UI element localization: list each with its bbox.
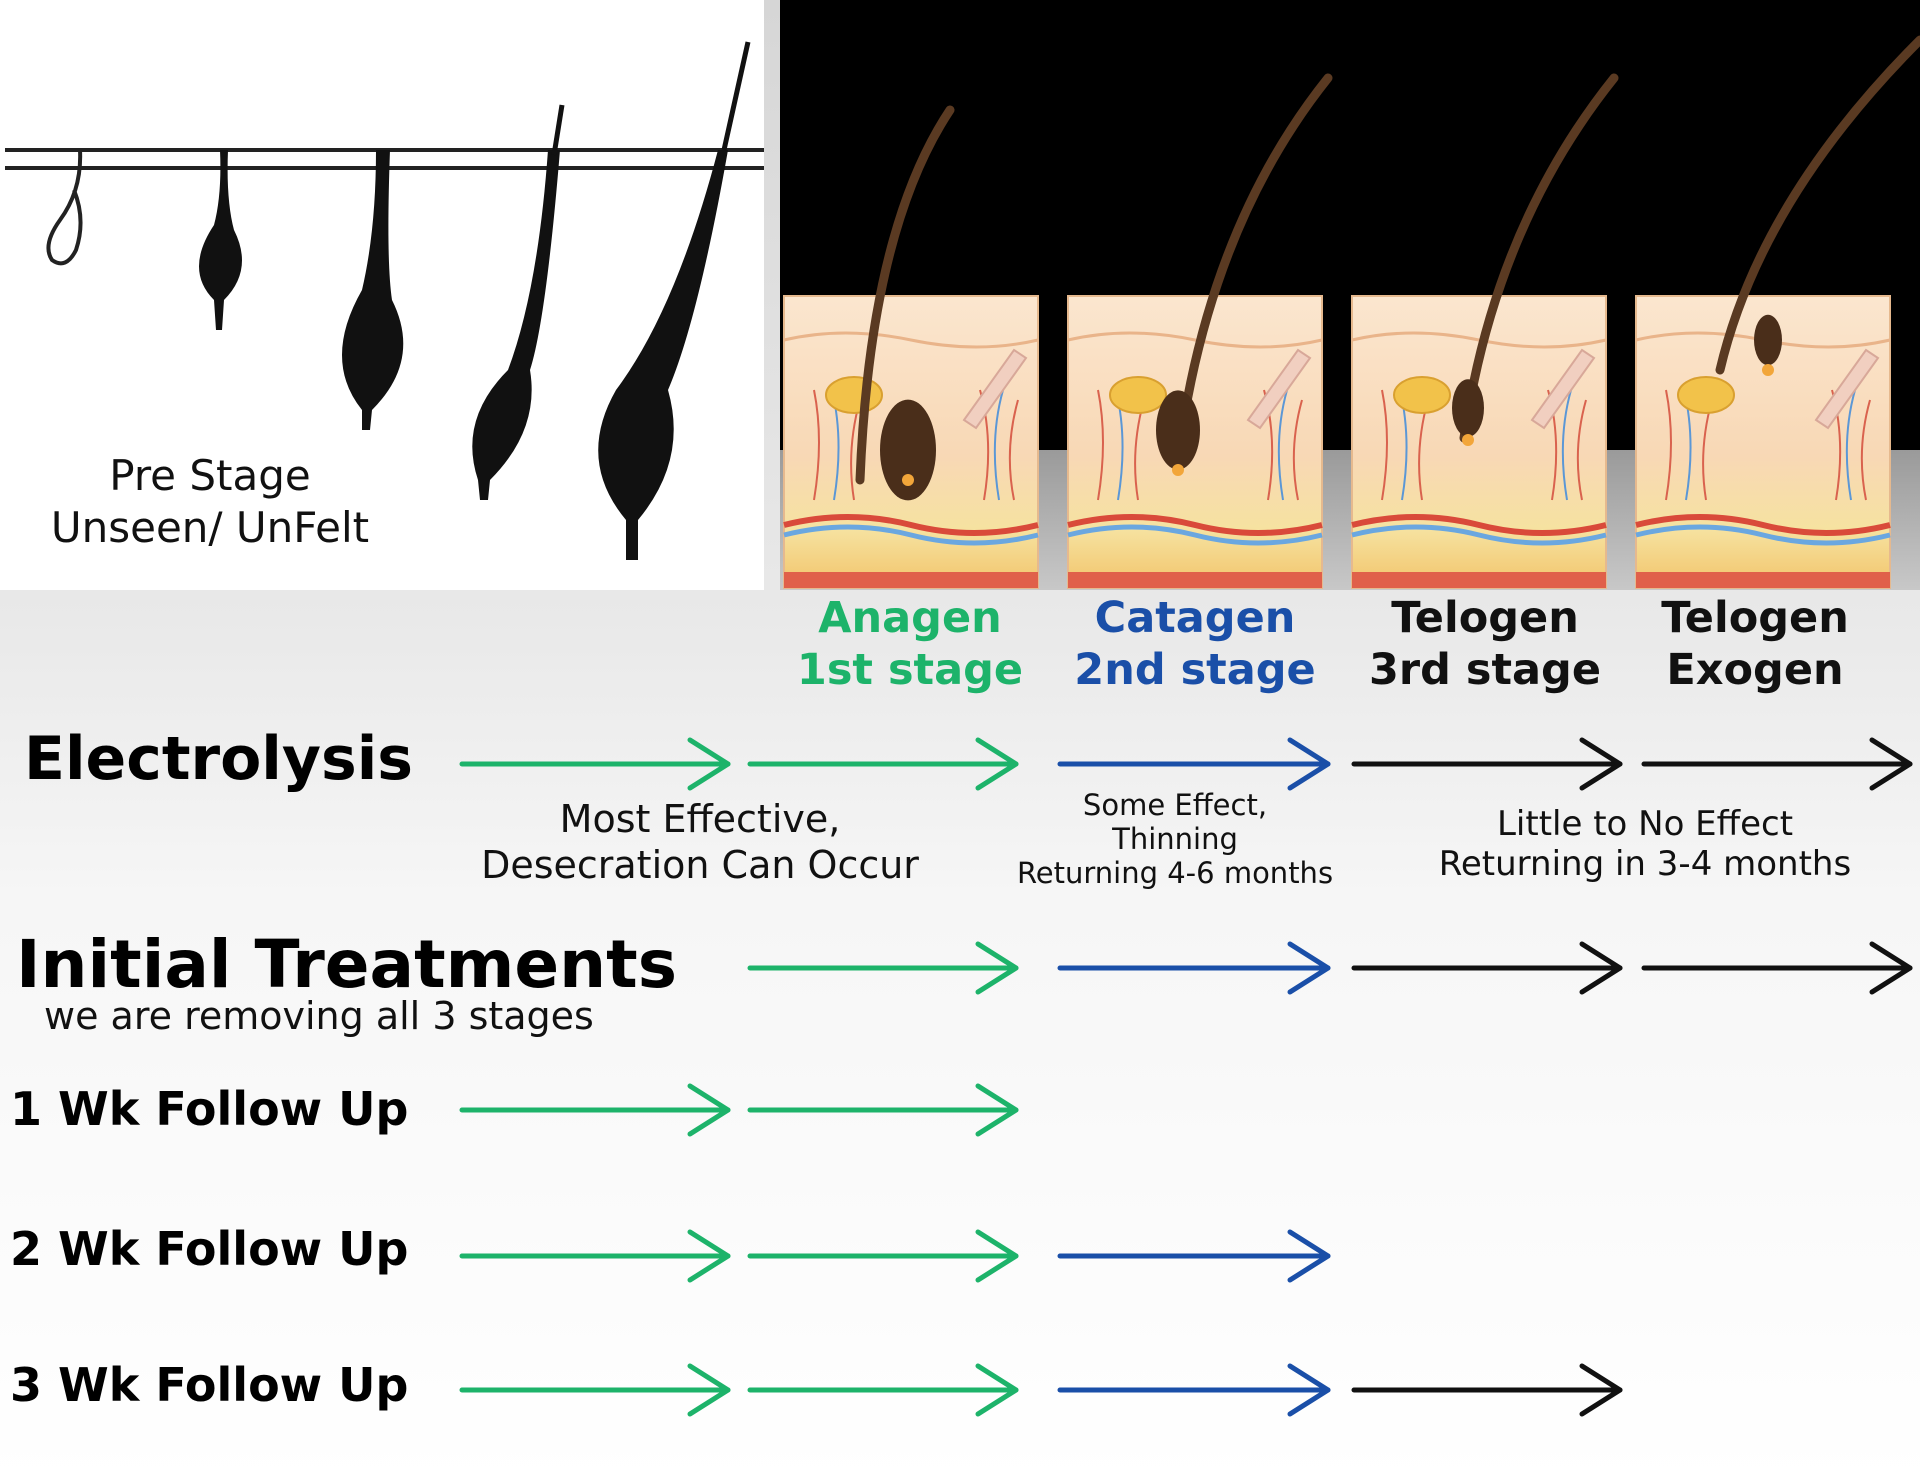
follicle-stage-1 xyxy=(46,149,83,266)
hair-stages-illustration xyxy=(780,35,1920,590)
note-line: Some Effect, xyxy=(1082,788,1268,822)
wk2-arrow-g1 xyxy=(459,1229,731,1283)
wk2-arrow-b xyxy=(1057,1229,1331,1283)
row-label-initial-treatments: Initial Treatments xyxy=(16,926,677,1003)
follicle-stage-3 xyxy=(342,150,404,430)
wk1-arrow-g2 xyxy=(747,1083,1019,1137)
electrolysis-arrow-b xyxy=(1057,737,1331,791)
stage-name: Anagen xyxy=(818,593,1002,643)
initial-arrow-k1 xyxy=(1351,941,1623,995)
wk3-arrow-b xyxy=(1057,1363,1331,1417)
hair-stage-3 xyxy=(1452,73,1619,446)
note-line: Little to No Effect xyxy=(1496,804,1794,844)
note-line: Returning in 3-4 months xyxy=(1438,844,1852,884)
hair-stage-1 xyxy=(855,105,955,501)
electrolysis-arrow-k1 xyxy=(1351,737,1623,791)
follicle-stage-4 xyxy=(472,104,565,500)
stage-number: 3rd stage xyxy=(1369,645,1601,695)
row-label-2wk: 2 Wk Follow Up xyxy=(10,1222,409,1276)
electrolysis-arrow-k2 xyxy=(1641,737,1913,791)
row-label-1wk: 1 Wk Follow Up xyxy=(10,1082,409,1136)
row-label-electrolysis: Electrolysis xyxy=(24,724,413,794)
stage-label-telogen: Telogen 3rd stage xyxy=(1360,592,1610,696)
wk3-arrow-k1 xyxy=(1351,1363,1623,1417)
note-line: Returning 4-6 months xyxy=(1016,856,1334,890)
stage-name: Telogen xyxy=(1661,593,1849,643)
follicle-stage-5 xyxy=(598,41,751,560)
stage-number: Exogen xyxy=(1666,645,1844,695)
initial-arrow-b xyxy=(1057,941,1331,995)
row-label-3wk: 3 Wk Follow Up xyxy=(10,1358,409,1412)
hair-stage-2 xyxy=(1156,73,1333,476)
stage-name: Telogen xyxy=(1391,593,1579,643)
initial-arrow-g2 xyxy=(747,941,1019,995)
note-little-effect: Little to No Effect Returning in 3-4 mon… xyxy=(1400,804,1890,884)
initial-arrow-k2 xyxy=(1641,941,1913,995)
stage-label-catagen: Catagen 2nd stage xyxy=(1070,592,1320,696)
stage-name: Catagen xyxy=(1094,593,1296,643)
prestage-panel: Pre Stage Unseen/ UnFelt xyxy=(0,0,764,590)
electrolysis-arrow-g2 xyxy=(747,737,1019,791)
note-line: Most Effective, xyxy=(559,797,841,841)
stage-label-exogen: Telogen Exogen xyxy=(1640,592,1870,696)
prestage-illustration xyxy=(5,41,764,560)
note-line: Desecration Can Occur xyxy=(481,843,919,887)
note-most-effective: Most Effective, Desecration Can Occur xyxy=(440,796,960,888)
hair-stage-4 xyxy=(1715,35,1920,376)
row-sublabel-initial-treatments: we are removing all 3 stages xyxy=(44,994,594,1038)
note-some-effect: Some Effect, Thinning Returning 4-6 mont… xyxy=(980,788,1370,890)
note-line: Thinning xyxy=(1112,822,1238,856)
prestage-subtitle: Unseen/ UnFelt xyxy=(50,503,370,552)
follicle-stage-2 xyxy=(199,150,242,330)
stage-number: 1st stage xyxy=(796,645,1024,695)
electrolysis-arrow-g1 xyxy=(459,737,731,791)
stage-label-anagen: Anagen 1st stage xyxy=(790,592,1030,696)
wk1-arrow-g1 xyxy=(459,1083,731,1137)
prestage-title: Pre Stage xyxy=(109,451,311,500)
wk3-arrow-g2 xyxy=(747,1363,1019,1417)
hair-stages-panel xyxy=(780,0,1920,590)
stage-number: 2nd stage xyxy=(1074,645,1316,695)
wk3-arrow-g1 xyxy=(459,1363,731,1417)
wk2-arrow-g2 xyxy=(747,1229,1019,1283)
